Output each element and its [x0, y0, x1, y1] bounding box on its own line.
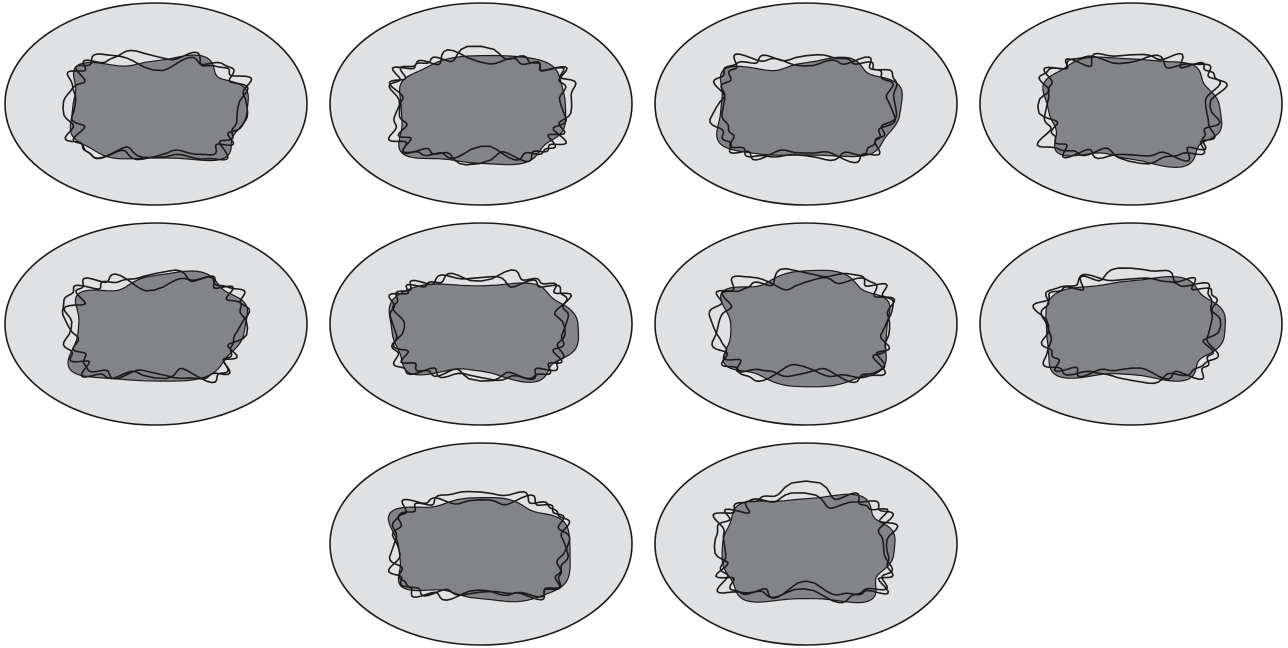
panel-2: [330, 3, 632, 205]
panel-4: [980, 3, 1282, 205]
panel-7: [655, 223, 957, 425]
panel-9: [330, 443, 632, 645]
panel-3: [655, 3, 957, 205]
panel-1: [5, 3, 307, 205]
panel-8: [980, 223, 1282, 425]
filled-shape: [388, 498, 570, 602]
panel-6: [330, 223, 632, 425]
filled-shape: [389, 283, 578, 382]
panel-5: [5, 223, 307, 425]
panel-10: [655, 443, 957, 645]
